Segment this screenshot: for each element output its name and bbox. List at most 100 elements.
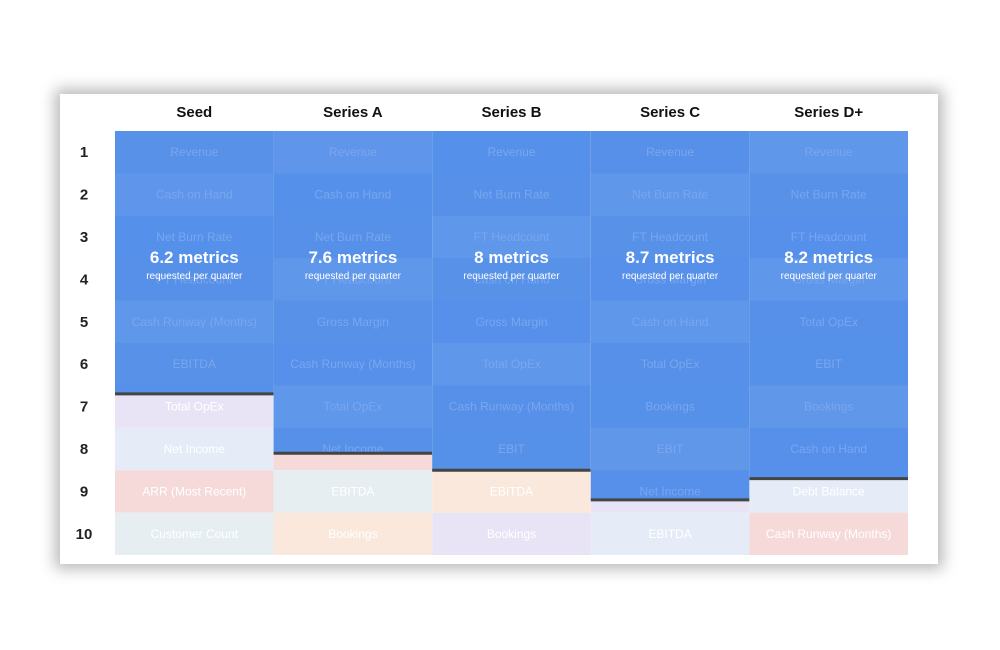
column-header: Series D+ bbox=[794, 104, 863, 121]
bar-band bbox=[273, 131, 433, 174]
metrics-bar bbox=[115, 131, 274, 394]
row-label: 6 bbox=[80, 356, 88, 373]
cell-label: Cash Runway (Months) bbox=[290, 357, 415, 371]
value-sublabel: requested per quarter bbox=[146, 271, 243, 282]
table-cell bbox=[432, 512, 591, 555]
table-cell bbox=[749, 512, 908, 555]
cell-label: FT Headcount bbox=[315, 272, 391, 286]
cell-label: Revenue bbox=[646, 145, 694, 159]
cell-label: Cash on Hand bbox=[790, 442, 867, 456]
row-label: 10 bbox=[76, 526, 93, 543]
cell-label: Gross Margin bbox=[317, 315, 389, 329]
cell-label: Net Burn Rate bbox=[156, 230, 232, 244]
bar-band bbox=[590, 300, 750, 343]
cell-label: Gross Margin bbox=[634, 272, 706, 286]
cell-label: Total OpEx bbox=[482, 357, 541, 371]
cell-label: Gross Margin bbox=[793, 272, 865, 286]
chart-card: Seed Series A Series B Series C Series D+ 1 2 3… bbox=[60, 94, 938, 564]
bar-band bbox=[115, 173, 274, 216]
value-sublabel: requested per quarter bbox=[305, 271, 402, 282]
row-label: 9 bbox=[80, 483, 88, 500]
value-label: 8.7 metrics bbox=[626, 248, 715, 267]
table-cell bbox=[432, 470, 591, 513]
cell-label: Cash Runway (Months) bbox=[449, 400, 574, 414]
cell-label: Gross Margin bbox=[475, 315, 547, 329]
cell-label: Debt Balance bbox=[793, 484, 865, 498]
row-label: 2 bbox=[80, 187, 88, 204]
row-label: 8 bbox=[80, 441, 88, 458]
cell-label: EBITDA bbox=[331, 484, 374, 498]
cell-label: Net Burn Rate bbox=[315, 230, 391, 244]
metrics-bar bbox=[273, 131, 433, 454]
cell-label: EBITDA bbox=[173, 357, 216, 371]
cell-label: Bookings bbox=[328, 527, 377, 541]
cell-label: Bookings bbox=[645, 400, 694, 414]
cell-label: Cash Runway (Months) bbox=[132, 315, 257, 329]
cell-label: Cash on Hand bbox=[156, 188, 233, 202]
value-label: 8.2 metrics bbox=[784, 248, 873, 267]
bar-band bbox=[115, 300, 274, 343]
cell-label: Bookings bbox=[804, 400, 853, 414]
cell-label: FT Headcount bbox=[474, 230, 550, 244]
value-sublabel: requested per quarter bbox=[463, 271, 560, 282]
metrics-bar bbox=[590, 131, 750, 500]
metrics-bar bbox=[749, 131, 908, 479]
cell-label: ARR (Most Recent) bbox=[142, 484, 246, 498]
column-header: Series C bbox=[640, 104, 700, 121]
bar-band bbox=[749, 131, 908, 174]
bar-band bbox=[432, 343, 591, 386]
row-label: 4 bbox=[80, 271, 89, 288]
metrics-table-chart: Seed Series A Series B Series C Series D+ 1 2 3… bbox=[76, 104, 908, 555]
cell-label: Revenue bbox=[329, 145, 377, 159]
value-sublabel: requested per quarter bbox=[781, 271, 878, 282]
cell-label: EBITDA bbox=[648, 527, 691, 541]
bar-band bbox=[590, 427, 750, 471]
row-label: 3 bbox=[80, 229, 88, 246]
cell-label: EBIT bbox=[498, 442, 525, 456]
cell-label: Net Income bbox=[164, 442, 226, 456]
metrics-bar bbox=[432, 131, 591, 471]
row-label: 5 bbox=[80, 314, 88, 331]
row-label: 1 bbox=[80, 144, 88, 161]
bar-band bbox=[273, 258, 433, 301]
table-cell bbox=[115, 427, 274, 471]
column-header: Seed bbox=[176, 104, 212, 121]
cell-label: EBITDA bbox=[490, 484, 533, 498]
cell-label: FT Headcount bbox=[156, 272, 232, 286]
bar-band bbox=[590, 173, 750, 216]
bar-band bbox=[432, 215, 591, 259]
cell-label: Net Burn Rate bbox=[632, 188, 708, 202]
cell-label: Revenue bbox=[487, 145, 535, 159]
bar-band bbox=[749, 385, 908, 428]
table-cell bbox=[115, 470, 274, 513]
table-cell bbox=[115, 512, 274, 555]
cell-label: EBIT bbox=[815, 357, 842, 371]
cell-label: Cash on Hand bbox=[315, 188, 392, 202]
cell-label: Total OpEx bbox=[641, 357, 700, 371]
cell-label: Revenue bbox=[170, 145, 218, 159]
bar-band bbox=[273, 385, 433, 428]
cell-label: FT Headcount bbox=[632, 230, 708, 244]
value-sublabel: requested per quarter bbox=[622, 271, 719, 282]
cell-label: Net Burn Rate bbox=[473, 188, 549, 202]
table-cell bbox=[273, 512, 433, 555]
cell-label: FT Headcount bbox=[791, 230, 867, 244]
value-label: 7.6 metrics bbox=[308, 248, 397, 267]
cell-label: Net Income bbox=[639, 484, 701, 498]
cell-label: Total OpEx bbox=[799, 315, 858, 329]
value-label: 6.2 metrics bbox=[150, 248, 239, 267]
cell-label: Cash Runway (Months) bbox=[766, 527, 891, 541]
cell-label: Customer Count bbox=[151, 527, 239, 541]
cell-label: Total OpEx bbox=[324, 400, 383, 414]
cell-label: Cash on Hand bbox=[632, 315, 709, 329]
bar-band bbox=[749, 258, 908, 301]
table-cell bbox=[590, 512, 750, 555]
table-cell bbox=[273, 470, 433, 513]
cell-label: Total OpEx bbox=[165, 400, 224, 414]
column-header: Series B bbox=[481, 104, 541, 121]
cell-label: EBIT bbox=[657, 442, 684, 456]
row-label: 7 bbox=[80, 399, 88, 416]
column-header: Series A bbox=[323, 104, 383, 121]
cell-label: Revenue bbox=[805, 145, 853, 159]
value-label: 8 metrics bbox=[474, 248, 549, 267]
